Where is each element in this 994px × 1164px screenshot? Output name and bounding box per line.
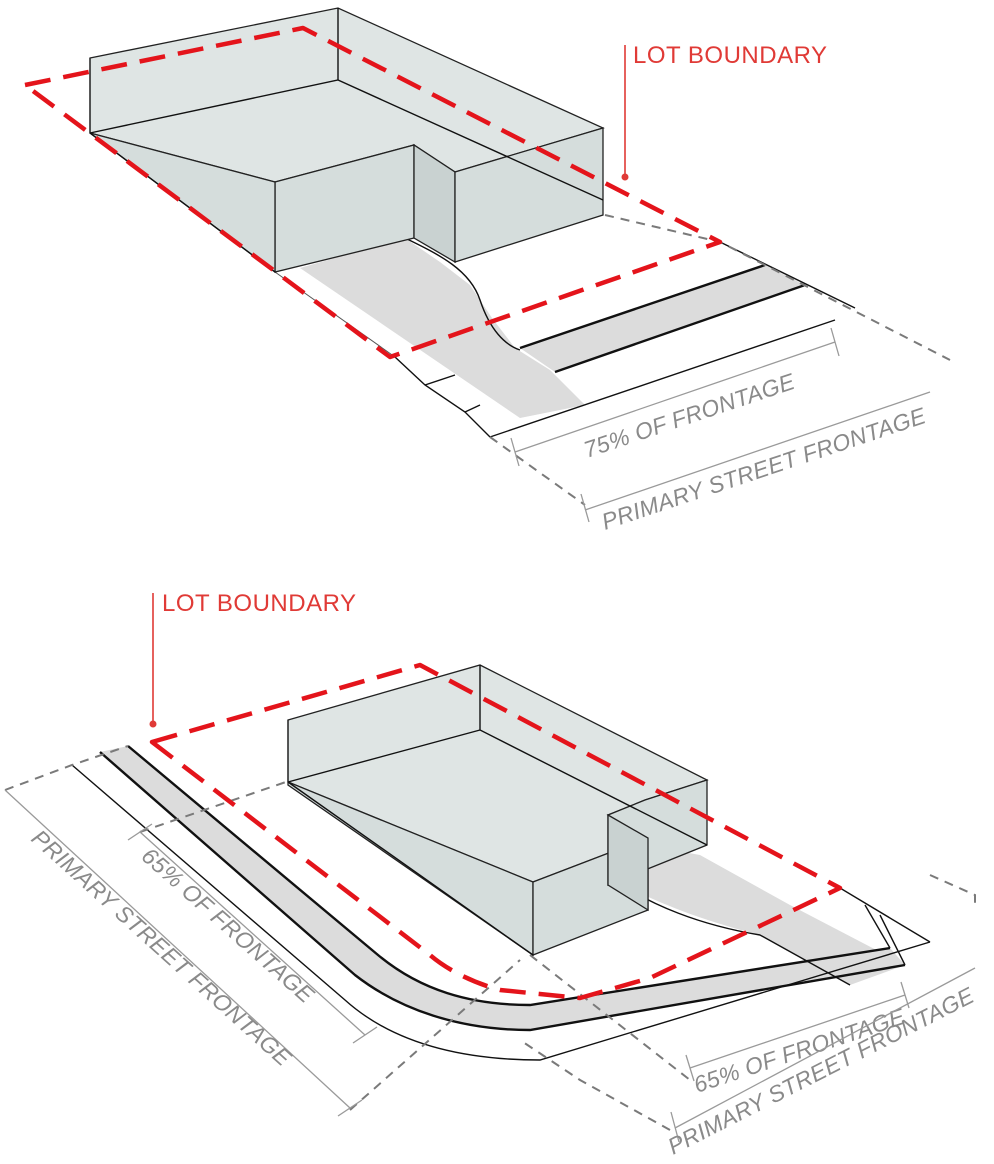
top-street-curb <box>489 319 836 438</box>
top-sidewalk-line-a <box>519 263 766 350</box>
top-lot-label: LOT BOUNDARY <box>633 42 828 69</box>
bottom-dim-front-65-tick-a <box>685 1054 695 1082</box>
bottom-building <box>287 664 709 957</box>
top-parking-edge-b <box>464 404 481 413</box>
top-dim-75-line <box>514 341 836 453</box>
top-parking-edge <box>424 374 456 386</box>
top-extension-left <box>489 436 586 506</box>
bottom-dim-side-frontage-line <box>4 789 351 1109</box>
top-lot-boundary <box>22 25 723 360</box>
bottom-driveway <box>615 845 905 985</box>
bottom-sidewalk-inner <box>127 745 891 1007</box>
bottom-building-wing-face <box>607 813 649 912</box>
bottom-dim-front-frontage-tick <box>670 1111 680 1143</box>
bottom-dim-side-65-line <box>139 831 366 1036</box>
top-building <box>89 7 605 274</box>
bottom-dim-side-65-tick-a <box>127 823 153 841</box>
bottom-lot-right-edge <box>839 887 931 943</box>
bottom-lot-boundary <box>149 662 843 1001</box>
bottom-dim-front-65-line <box>689 994 906 1069</box>
bottom-ext-right <box>929 874 976 905</box>
top-sidewalk-line-b <box>554 283 806 374</box>
bottom-dim-side-65-label: 65% OF FRONTAGE <box>137 842 320 1008</box>
top-dim-75-tick-b <box>830 327 840 357</box>
top-lot-leader-dot <box>621 173 629 181</box>
bottom-ext-front <box>519 1039 671 1131</box>
top-driveway-curve <box>404 237 521 351</box>
bottom-corner-sidewalk <box>100 746 905 1030</box>
top-dim-frontage-tick-a <box>580 493 590 523</box>
bottom-dim-front-frontage-line <box>674 967 976 1129</box>
bottom-street-curb <box>71 764 931 1061</box>
bottom-ext-bottom <box>349 959 521 1111</box>
top-dim-75-tick-a <box>510 437 520 467</box>
bottom-building-ridge <box>287 729 481 783</box>
bottom-dim-side-65-tick-b <box>352 1026 378 1044</box>
top-lot-front-edge <box>719 241 856 309</box>
bottom-sidewalk-outer <box>99 751 906 1032</box>
bottom-diagram: LOT BOUNDARY 65% OF FRONTAGE PRIMARY STR… <box>4 590 979 1159</box>
top-building-right-face <box>454 127 604 263</box>
bottom-side-dimensions: 65% OF FRONTAGE PRIMARY STREET FRONTAGE <box>4 789 378 1117</box>
bottom-sidewalk-end-b <box>879 914 906 966</box>
top-driveway <box>300 238 585 418</box>
top-building-left-face <box>89 58 276 274</box>
bottom-building-base <box>287 781 534 956</box>
top-building-left-base <box>89 132 276 273</box>
bottom-lot-leader-dot <box>149 720 157 728</box>
top-front-sidewalk <box>520 265 805 372</box>
top-street-lines <box>274 214 951 506</box>
bottom-lot-label: LOT BOUNDARY <box>162 590 357 617</box>
top-diagram: LOT BOUNDARY 75% OF FRONTAGE PRIMARY STR… <box>22 7 951 535</box>
top-street-line <box>394 356 491 438</box>
bottom-dim-side-frontage-tick <box>337 1099 363 1117</box>
bottom-ext-bottom-b <box>529 954 691 1081</box>
bottom-sidewalk-end-a <box>864 904 891 949</box>
top-dim-frontage-line <box>584 391 931 511</box>
bottom-ext-left <box>4 745 129 791</box>
